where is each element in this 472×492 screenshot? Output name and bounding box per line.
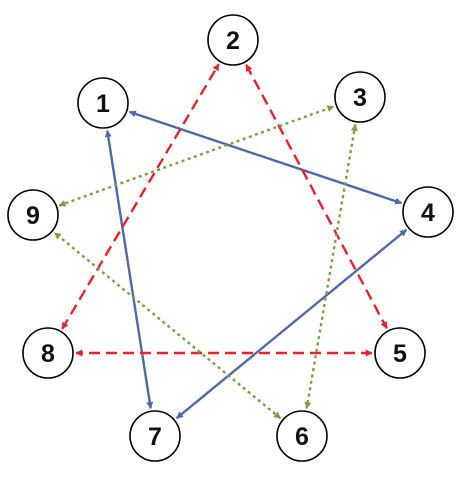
edges-layer <box>53 63 408 420</box>
edge-4-7 <box>175 228 408 420</box>
node-1: 1 <box>77 77 129 129</box>
node-label: 7 <box>148 423 162 451</box>
node-circle <box>334 71 386 123</box>
edge-3-6 <box>304 123 358 410</box>
node-circle <box>129 410 181 462</box>
node-circle <box>276 410 328 462</box>
node-6: 6 <box>276 410 328 462</box>
node-label: 4 <box>421 199 435 227</box>
node-label: 2 <box>226 27 240 55</box>
node-circle <box>207 14 259 66</box>
edge-6-9 <box>53 231 282 420</box>
node-7: 7 <box>129 410 181 462</box>
node-circle <box>22 327 74 379</box>
node-label: 1 <box>96 90 110 118</box>
nodes-layer: 1 2 3 4 5 6 7 8 9 <box>7 14 454 462</box>
edge-9-3 <box>58 105 335 207</box>
node-label: 5 <box>393 340 407 368</box>
node-label: 6 <box>295 423 309 451</box>
node-label: 3 <box>353 84 367 112</box>
edge-1-4 <box>128 110 403 205</box>
edge-7-1 <box>104 130 154 409</box>
node-circle <box>402 186 454 238</box>
node-circle <box>7 189 59 241</box>
node-circle <box>77 77 129 129</box>
node-5: 5 <box>374 327 426 379</box>
node-3: 3 <box>334 71 386 123</box>
node-label: 8 <box>41 340 55 368</box>
edge-2-5 <box>245 64 388 329</box>
node-4: 4 <box>402 186 454 238</box>
node-2: 2 <box>207 14 259 66</box>
node-9: 9 <box>7 189 59 241</box>
node-8: 8 <box>22 327 74 379</box>
node-circle <box>374 327 426 379</box>
node-label: 9 <box>26 202 40 230</box>
